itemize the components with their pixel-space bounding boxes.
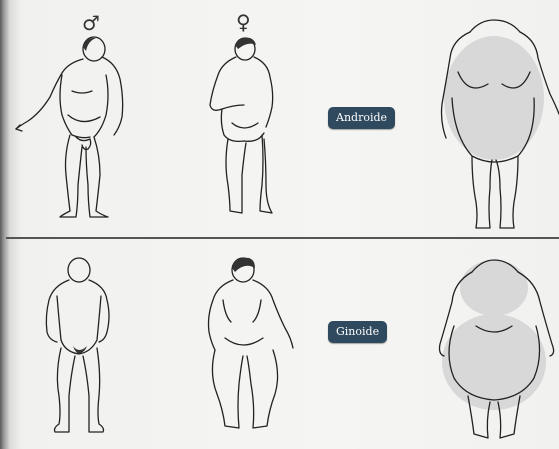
android-fat-distribution-figure <box>432 18 559 230</box>
female-symbol-icon: ♀ <box>236 12 251 32</box>
male-symbol-icon: ♂ <box>82 13 100 33</box>
android-man-figure <box>10 35 135 220</box>
gynoid-woman-figure <box>195 256 300 441</box>
gynoid-label-badge: Ginoide <box>328 321 387 343</box>
android-label-badge: Androide <box>328 107 395 129</box>
row-divider <box>6 237 559 239</box>
android-woman-figure <box>200 35 295 220</box>
gynoid-man-figure <box>35 256 125 436</box>
gynoid-fat-distribution-figure <box>432 258 559 448</box>
